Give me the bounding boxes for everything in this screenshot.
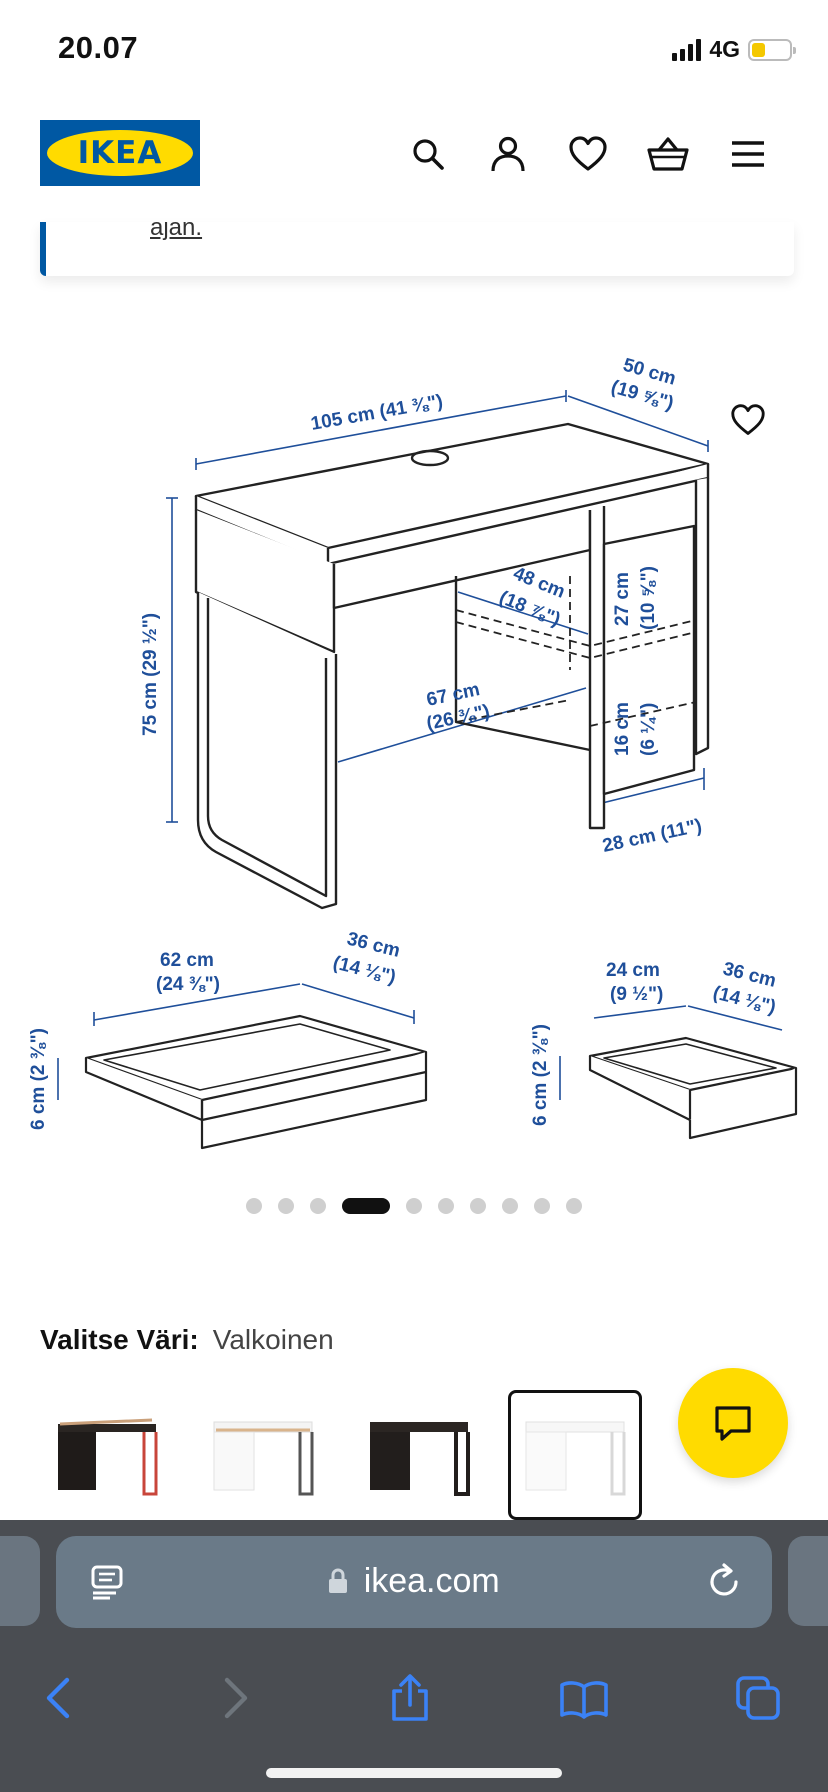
status-indicators: 4G: [672, 36, 796, 63]
battery-icon: [748, 38, 796, 61]
swatch-white-birch[interactable]: [196, 1390, 330, 1520]
dim-shelf-bottom: 16 cm: [612, 702, 633, 756]
header-actions: [404, 130, 772, 178]
dim-drawer2-width: 24 cm: [606, 960, 660, 981]
dim-shelf-bottom-in: (6 ¼"): [638, 703, 659, 756]
dim-height: 75 cm (29 ½"): [140, 613, 161, 736]
heart-icon: [731, 404, 765, 435]
carousel-dot[interactable]: [406, 1198, 422, 1214]
url-display[interactable]: ikea.com: [56, 1562, 772, 1601]
home-indicator[interactable]: [266, 1768, 562, 1778]
color-label: Valitse Väri:: [40, 1324, 199, 1355]
ikea-logo[interactable]: IKEA: [40, 120, 200, 186]
url-text: ikea.com: [363, 1562, 500, 1600]
menu-icon[interactable]: [724, 130, 772, 178]
dim-drawer2-width-in: (9 ½"): [610, 984, 663, 1005]
dim-drawer2-height: 6 cm (2 ⅜"): [530, 1024, 551, 1126]
swatch-black-brown[interactable]: [352, 1390, 486, 1520]
bookmarks-icon[interactable]: [556, 1670, 612, 1726]
forward-icon[interactable]: [208, 1670, 264, 1726]
dim-cabinet-width: 28 cm (11"): [601, 815, 704, 857]
account-icon[interactable]: [484, 130, 532, 178]
dim-drawer1-width-in: (24 ⅜"): [156, 974, 220, 995]
chat-icon: [715, 1406, 751, 1441]
signal-icon: [672, 38, 702, 61]
lock-icon: [329, 1568, 348, 1593]
carousel-dot[interactable]: [566, 1198, 582, 1214]
notice-link[interactable]: ajan.: [150, 222, 203, 241]
status-bar: 20.07 4G: [0, 0, 828, 100]
tabs-icon[interactable]: [730, 1670, 786, 1726]
search-icon[interactable]: [404, 130, 452, 178]
site-header: IKEA: [0, 100, 828, 210]
dim-shelf-top: 27 cm: [612, 572, 633, 626]
color-select: Valitse Väri: Valkoinen: [40, 1324, 334, 1356]
share-icon[interactable]: [382, 1670, 438, 1726]
network-type: 4G: [709, 36, 740, 62]
dim-drawer1-height: 6 cm (2 ⅜"): [28, 1028, 49, 1130]
swatch-white[interactable]: [508, 1390, 642, 1520]
chat-button[interactable]: [678, 1368, 788, 1478]
carousel-dot[interactable]: [438, 1198, 454, 1214]
carousel-dot[interactable]: [502, 1198, 518, 1214]
basket-icon[interactable]: [644, 130, 692, 178]
color-value: Valkoinen: [212, 1324, 334, 1355]
browser-toolbar: [0, 1648, 828, 1748]
carousel-dot[interactable]: [278, 1198, 294, 1214]
reader-mode-icon[interactable]: [90, 1564, 124, 1605]
swatch-black-brown-red[interactable]: [40, 1390, 174, 1520]
carousel-dot[interactable]: [470, 1198, 486, 1214]
carousel-dot[interactable]: [310, 1198, 326, 1214]
product-dimension-image[interactable]: 105 cm (41 ⅜") 50 cm (19 ⅝") 75 cm (29 ½…: [0, 330, 828, 1180]
address-bar[interactable]: ikea.com: [56, 1536, 772, 1628]
notice-card: ajan.: [40, 222, 794, 276]
color-swatches: [40, 1390, 642, 1520]
logo-text: IKEA: [77, 135, 163, 171]
browser-chrome: ikea.com: [0, 1520, 828, 1792]
carousel-dot[interactable]: [534, 1198, 550, 1214]
dim-width: 105 cm (41 ⅜"): [309, 391, 444, 435]
back-icon[interactable]: [30, 1670, 86, 1726]
previous-tab-preview[interactable]: [0, 1536, 40, 1626]
next-tab-preview[interactable]: [788, 1536, 828, 1626]
status-time: 20.07: [58, 30, 139, 65]
carousel-dot[interactable]: [246, 1198, 262, 1214]
battery-level: [752, 42, 765, 57]
dim-drawer1-width: 62 cm: [160, 950, 214, 971]
reload-icon[interactable]: [706, 1562, 742, 1605]
carousel-dot-active[interactable]: [342, 1198, 390, 1214]
dim-shelf-top-in: (10 ⅝"): [638, 566, 659, 630]
favorite-button[interactable]: [726, 398, 770, 442]
image-carousel-dots: [0, 1198, 828, 1214]
favorites-icon[interactable]: [564, 130, 612, 178]
logo-oval: IKEA: [47, 130, 193, 176]
